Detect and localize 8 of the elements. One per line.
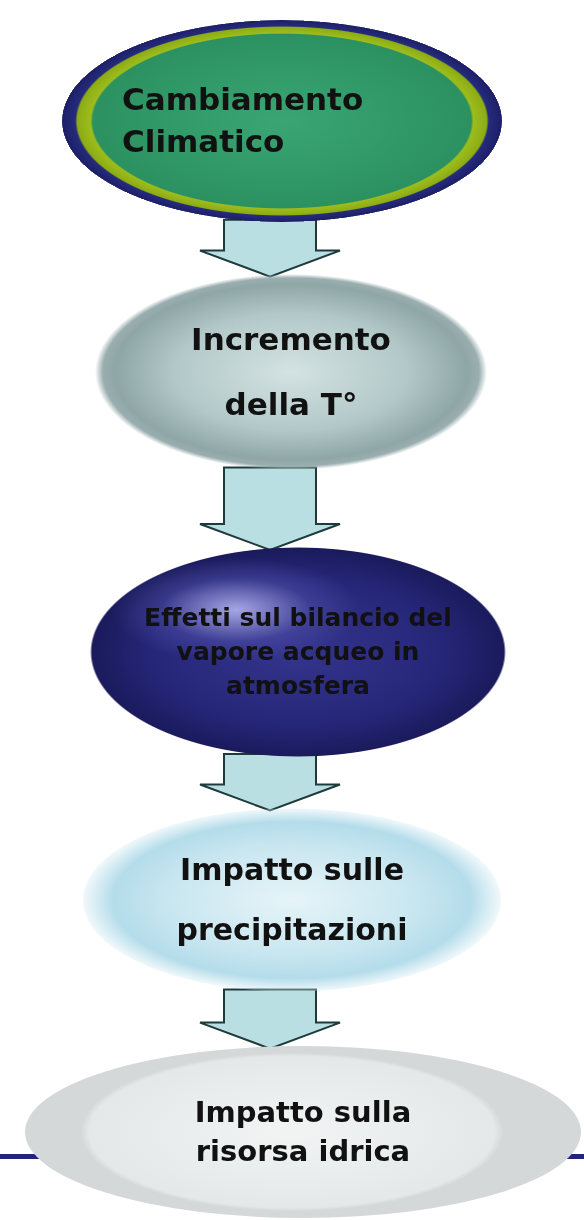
node-label: Cambiamento Climatico (122, 80, 365, 161)
block-arrow (199, 753, 341, 812)
node-label: Incremento della T° (190, 319, 392, 424)
node-label: Impatto sulla risorsa idrica (193, 1093, 413, 1170)
block-arrow (199, 218, 341, 278)
block-arrow (199, 466, 341, 552)
node-label: Effetti sul bilancio del vapore acqueo in atmosfera (143, 602, 453, 702)
node-label: Impatto sulle precipitazioni (175, 851, 409, 949)
